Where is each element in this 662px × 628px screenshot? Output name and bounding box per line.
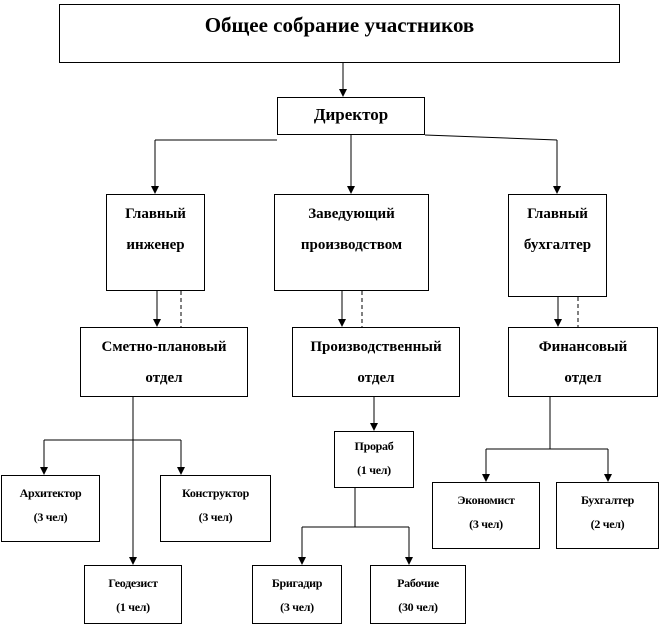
node-accountant-line1: Бухгалтер [580, 493, 635, 507]
node-foreman: Прораб (1 чел) [334, 431, 414, 488]
node-brigadier-line2: (3 чел) [280, 600, 314, 614]
node-director: Директор [277, 97, 425, 135]
node-constructor-line2: (3 чел) [198, 510, 233, 524]
node-chief-accountant-line2: бухгалтер [523, 237, 592, 253]
node-production-head-line2: производством [300, 237, 403, 253]
node-constructor-line1: Конструктор [182, 486, 249, 500]
node-geodesist-line2: (1 чел) [116, 600, 150, 614]
node-architect: Архитектор (3 чел) [1, 475, 100, 542]
node-economist-line1: Экономист [457, 493, 515, 507]
node-general-meeting-label: Общее собрание участников [204, 13, 475, 37]
node-chief-engineer-line1: Главный [125, 206, 186, 222]
arrowhead-foreman [370, 423, 378, 431]
node-production-head: Заведующий производством [274, 194, 429, 291]
node-chief-accountant: Главный бухгалтер [508, 194, 607, 297]
arrowhead-workers [405, 557, 413, 565]
node-finance-dept: Финансовый отдел [508, 327, 658, 397]
node-director-label: Директор [313, 105, 389, 124]
arrowhead-engineer [151, 186, 159, 194]
arrowhead-constructor [177, 467, 185, 475]
node-estimate-dept-line1: Сметно-плановый [101, 339, 227, 355]
connector-director-chief-accountant [424, 134, 558, 141]
node-estimate-dept-line2: отдел [145, 370, 183, 386]
node-chief-accountant-line1: Главный [527, 206, 588, 222]
arrowhead-estimate [153, 319, 161, 327]
node-production-dept-line2: отдел [357, 370, 395, 386]
node-brigadier-line1: Бригадир [271, 576, 323, 590]
node-finance-dept-line2: отдел [564, 370, 602, 386]
node-geodesist: Геодезист (1 чел) [84, 565, 182, 624]
arrowhead-brigadier [298, 557, 306, 565]
arrowhead-chief-accountant [553, 186, 561, 194]
arrowhead-economist [482, 474, 490, 482]
node-brigadier: Бригадир (3 чел) [252, 565, 342, 624]
node-workers-line1: Рабочие [397, 576, 439, 590]
arrowhead-production-head [347, 186, 355, 194]
arrowhead-geodesist [129, 557, 137, 565]
node-economist: Экономист (3 чел) [432, 482, 540, 549]
node-chief-engineer-line2: инженер [126, 237, 185, 253]
node-foreman-line2: (1 чел) [357, 463, 391, 477]
node-chief-engineer: Главный инженер [106, 194, 205, 291]
node-constructor: Конструктор (3 чел) [160, 475, 271, 542]
node-estimate-dept: Сметно-плановый отдел [80, 327, 248, 397]
arrowhead-director [339, 89, 347, 97]
node-general-meeting: Общее собрание участников [59, 4, 620, 63]
node-architect-line2: (3 чел) [33, 510, 68, 524]
node-finance-dept-line1: Финансовый [538, 339, 628, 355]
arrowhead-finance [554, 319, 562, 327]
node-architect-line1: Архитектор [19, 486, 82, 500]
arrowhead-accountant [604, 474, 612, 482]
node-workers: Рабочие (30 чел) [370, 565, 466, 624]
node-geodesist-line1: Геодезист [108, 576, 158, 590]
node-economist-line2: (3 чел) [469, 517, 503, 531]
arrowhead-production-dept [338, 319, 346, 327]
node-production-dept: Производственный отдел [292, 327, 460, 397]
node-accountant-line2: (2 чел) [590, 517, 625, 531]
node-production-dept-line1: Производственный [310, 339, 442, 355]
node-accountant: Бухгалтер (2 чел) [556, 482, 659, 549]
arrowhead-architect [40, 467, 48, 475]
node-workers-line2: (30 чел) [398, 600, 438, 614]
node-production-head-line1: Заведующий [308, 206, 395, 222]
node-foreman-line1: Прораб [354, 439, 394, 453]
